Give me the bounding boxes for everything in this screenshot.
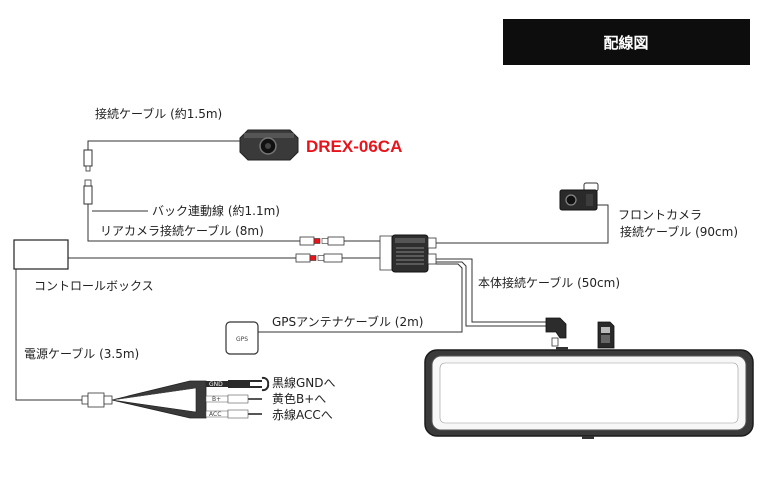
power-label: 電源ケーブル (3.5m) (24, 346, 139, 361)
main-cable-label: 本体接続ケーブル (50cm) (478, 275, 620, 290)
mirror-monitor (424, 347, 754, 439)
central-hub (379, 234, 437, 273)
front-camera-label-1: フロントカメラ (618, 208, 702, 222)
front-camera-label-2: 接続ケーブル (90cm) (620, 224, 738, 239)
rear-camera-cable-label: リアカメラ接続ケーブル (8m) (100, 223, 264, 238)
fuse-holder (81, 392, 113, 408)
back-link-label: バック連動線 (約1.1m) (152, 203, 280, 218)
gps-label: GPSアンテナケーブル (2m) (272, 314, 423, 329)
title: 配線図 (603, 34, 648, 52)
front-camera (559, 182, 599, 211)
control-box (13, 239, 69, 270)
gps-module: GPS (225, 321, 259, 355)
rear-cable-top-label: 接続ケーブル (約1.5m) (95, 106, 222, 121)
wire-gnd-text: GND (209, 381, 223, 388)
box-line-connectors (295, 253, 343, 263)
rear-cable-connector-top (83, 149, 93, 205)
main-cable-plug (545, 317, 567, 347)
gnd-label: 黒線GNDへ (272, 375, 336, 390)
gnd-wire: GND (206, 376, 270, 392)
bplus-label: 黄色B+へ (272, 392, 326, 406)
wire-acc-text: ACC (209, 411, 221, 418)
wire-b-text: B+ (212, 396, 221, 403)
acc-wire: ACC (205, 409, 262, 419)
control-box-label: コントロールボックス (34, 279, 154, 293)
bplus-wire: B+ (205, 394, 262, 404)
rear-line-connectors (299, 236, 345, 246)
title-bar: 配線図 (503, 19, 750, 65)
acc-label: 赤線ACCへ (272, 407, 333, 422)
sd-card-icon (597, 321, 615, 349)
rear-camera (239, 129, 299, 161)
gps-module-label: GPS (236, 336, 248, 343)
model-label: DREX-06CA (306, 137, 402, 156)
